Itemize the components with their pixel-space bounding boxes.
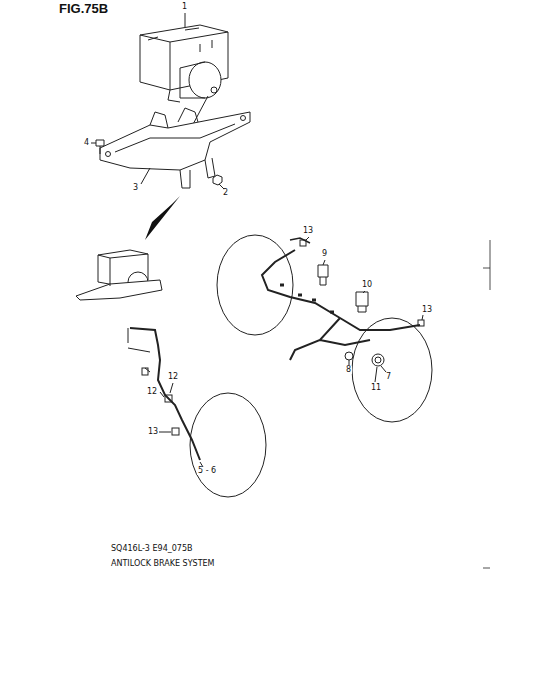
front-wheel <box>190 393 266 497</box>
abs-bracket <box>100 108 250 188</box>
callout-number: 11 <box>370 384 382 392</box>
callout-number: 3 <box>132 184 139 192</box>
abs-hydraulic-unit <box>140 25 228 102</box>
front-sensor-harness <box>130 328 200 460</box>
rear-wheel <box>352 318 432 422</box>
sensor-10 <box>356 292 368 312</box>
callout-number: 5 - 6 <box>197 467 217 475</box>
caption-text: ANTILOCK BRAKE SYSTEM <box>110 560 215 568</box>
callout-number: 12 <box>146 388 158 396</box>
assembled-unit <box>76 250 162 300</box>
clip <box>142 368 148 375</box>
callout-number: 13 <box>302 227 314 235</box>
rear-sensor-harness <box>262 250 420 360</box>
callout-number: 7 <box>385 373 392 381</box>
sensor-ring <box>372 354 384 366</box>
figure-title: FIG.75B <box>58 2 109 15</box>
callout-number: 12 <box>167 373 179 381</box>
callout-number: 4 <box>83 139 90 147</box>
caption-text: SQ416L-3 E94_075B <box>110 545 193 553</box>
callout-number: 1 <box>181 3 188 11</box>
callout-number: 9 <box>321 250 328 258</box>
nut <box>213 175 222 185</box>
bolt <box>96 140 104 154</box>
assembly-arrow <box>145 196 180 240</box>
sensor-9 <box>318 265 328 285</box>
callout-number: 13 <box>421 306 433 314</box>
callout-number: 13 <box>147 428 159 436</box>
o-ring <box>345 352 353 360</box>
callout-number: 2 <box>222 189 229 197</box>
callout-number: 8 <box>345 366 352 374</box>
callout-number: 10 <box>361 281 373 289</box>
